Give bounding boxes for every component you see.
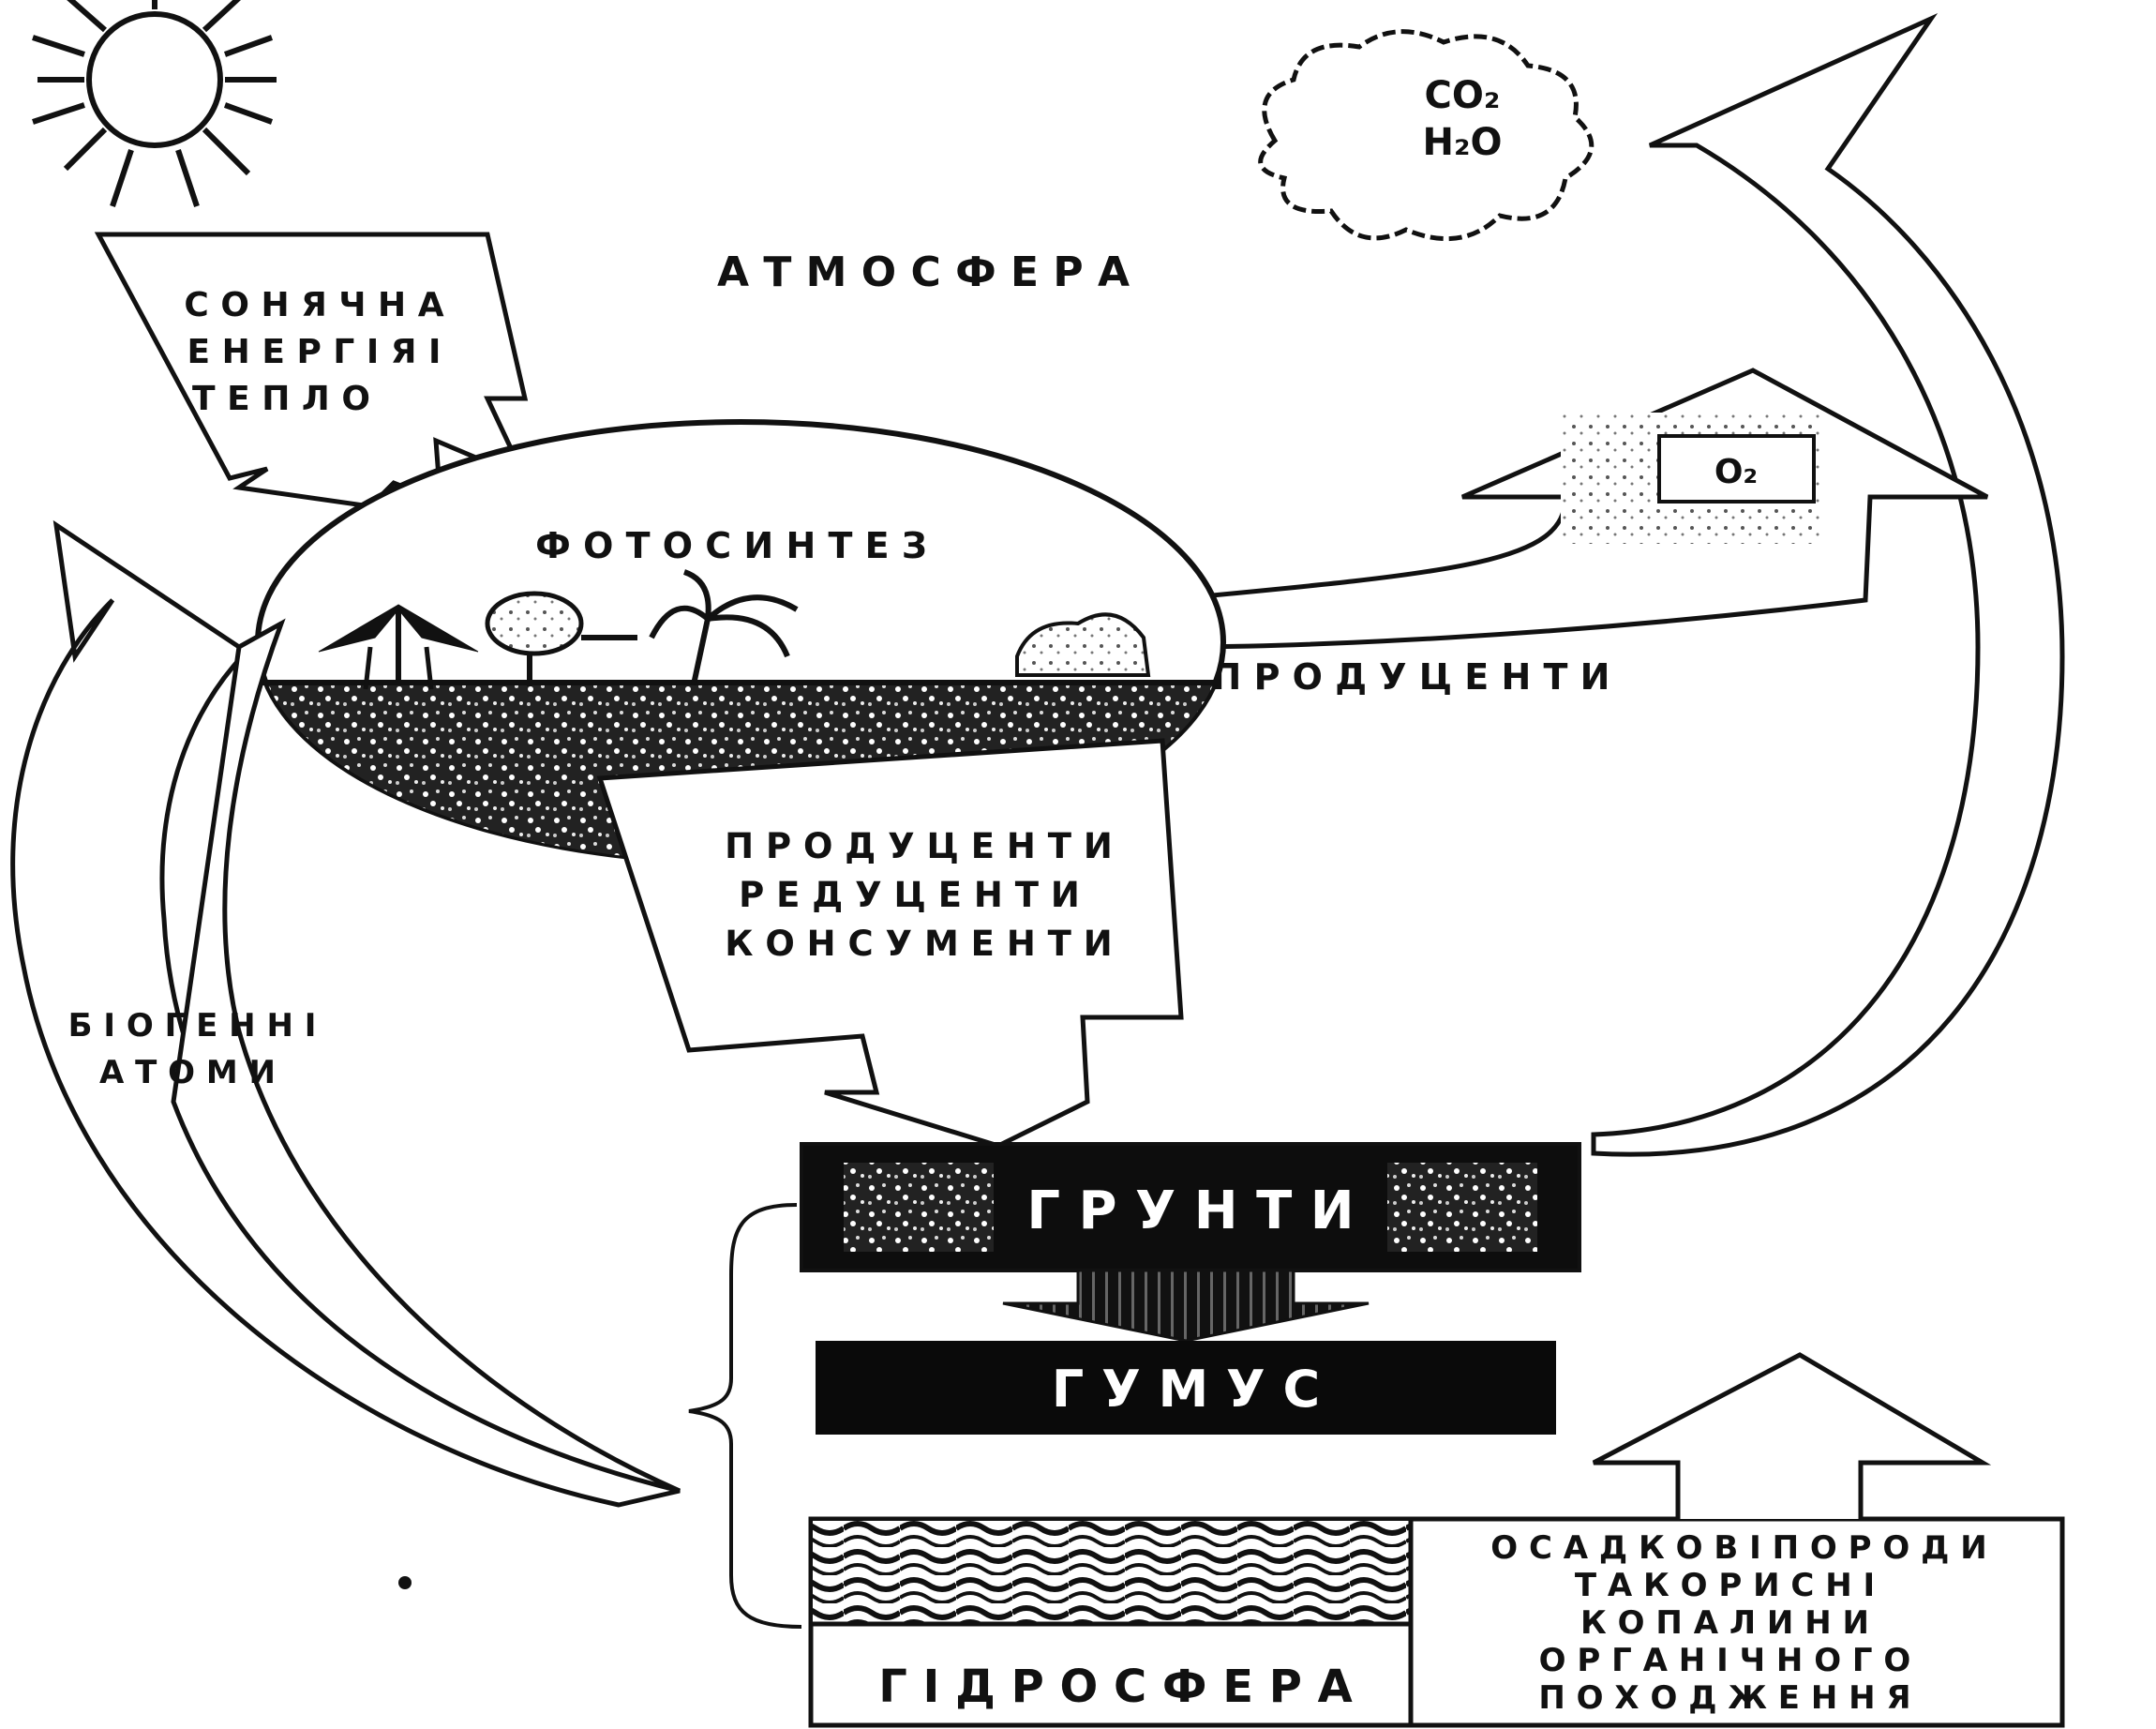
- tree-icon: [318, 604, 479, 690]
- co2-label: CO₂: [1425, 74, 1501, 117]
- hydrosphere-water-texture: [813, 1521, 1409, 1624]
- sun-icon: [32, 0, 277, 207]
- soils-texture: [844, 1163, 994, 1252]
- humus-label: Г У М У С: [1052, 1360, 1320, 1419]
- humus-box: [816, 1341, 1556, 1435]
- sedimentary-line2: Т А К О Р И С Н І: [1575, 1567, 1875, 1604]
- atmosphere-label: А Т М О С Ф Е Р А: [717, 248, 1130, 296]
- biogenic-atoms-line2: А Т О М И: [99, 1054, 276, 1091]
- sedimentary-line1: О С А Д К О В І П О Р О Д И: [1490, 1529, 1987, 1567]
- soils-to-humus-arrow: [1002, 1269, 1370, 1343]
- biogenic-atoms-arrow-inner: [171, 618, 681, 1494]
- sedimentary-line3: К О П А Л И Н И: [1580, 1604, 1869, 1642]
- sedimentary-box: [1408, 1516, 2065, 1728]
- oxygen-label: O₂: [1714, 453, 1758, 491]
- grouping-bracket: [688, 1203, 802, 1629]
- organisms-line3: К О Н С У М Е Н Т И: [725, 924, 1113, 964]
- solar-energy-line2: Е Н Е Р Г І Я І: [187, 333, 442, 371]
- photosynthesis-label: Ф О Т О С И Н Т Е З: [535, 525, 927, 566]
- sedimentary-line4: О Р Г А Н І Ч Н О Г О: [1539, 1642, 1911, 1679]
- dot-mark: [398, 1576, 412, 1589]
- soils-texture-right: [1387, 1163, 1537, 1252]
- organisms-line1: П Р О Д У Ц Е Н Т И: [725, 826, 1113, 866]
- sedimentary-line5: П О Х О Д Ж Е Н Н Я: [1538, 1679, 1910, 1717]
- shrub-icon: [1015, 612, 1151, 677]
- hydrosphere-label: Г І Д Р О С Ф Е Р А: [878, 1661, 1353, 1713]
- soils-to-atmosphere-arrow: [1591, 13, 2065, 1157]
- palm-icon: [649, 569, 799, 685]
- solar-energy-line3: Т Е П Л О: [192, 380, 370, 418]
- biogenic-atoms-line1: Б І О Г Е Н Н І: [68, 1007, 317, 1045]
- soils-label: Г Р У Н Т И: [1026, 1180, 1354, 1241]
- oxygen-box: [1657, 434, 1816, 504]
- solar-energy-line1: С О Н Я Ч Н А: [184, 286, 443, 324]
- bush-icon: [485, 591, 637, 686]
- organisms-line2: Р Е Д У Ц Е Н Т И: [739, 875, 1080, 915]
- cloud-icon: [1258, 29, 1595, 242]
- sediments-to-humus-arrow: [1592, 1352, 1992, 1519]
- h2o-label: H₂O: [1423, 121, 1503, 164]
- producers-label: П Р О Д У Ц Е Н Т И: [1212, 656, 1610, 698]
